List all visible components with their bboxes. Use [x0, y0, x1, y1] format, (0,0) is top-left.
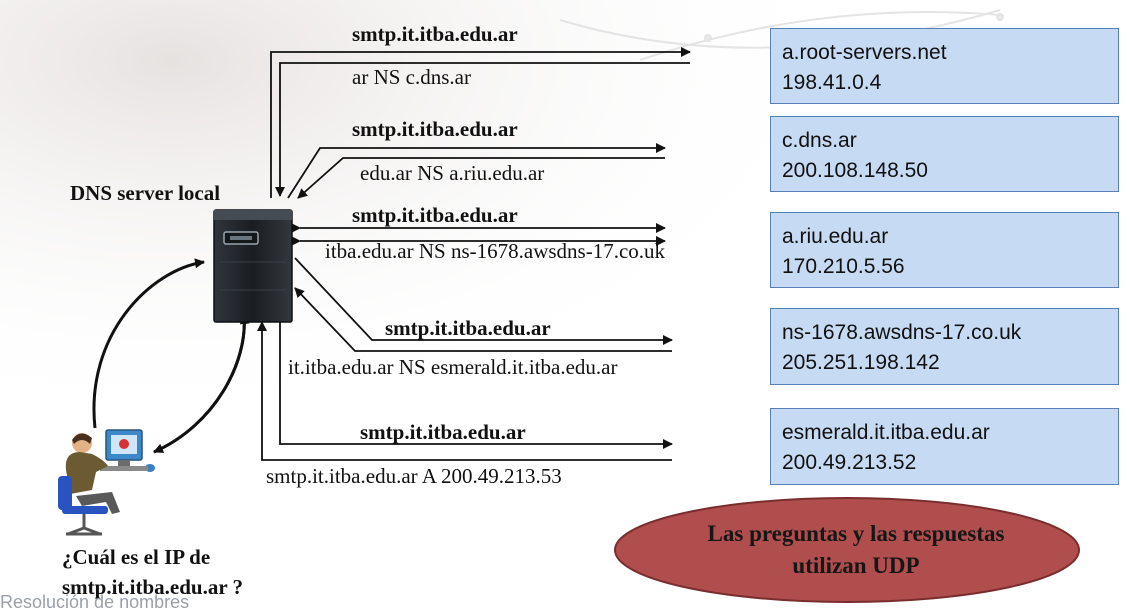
exchange-3-answer: itba.edu.ar NS ns-1678.awsdns-17.co.uk [325, 239, 666, 263]
server-box-root: a.root-servers.net 198.41.0.4 [770, 28, 1119, 104]
client-question: ¿Cuál es el IP de smtp.it.itba.edu.ar ? [62, 542, 243, 602]
exchange-3-query: smtp.it.itba.edu.ar [352, 203, 518, 227]
dns-server-local-title: DNS server local [70, 181, 221, 205]
exchange-4-query: smtp.it.itba.edu.ar [385, 316, 551, 340]
exchange-2-query: smtp.it.itba.edu.ar [352, 117, 518, 141]
server-name: a.root-servers.net [782, 41, 947, 64]
udp-note-text: Las preguntas y las respuestas utilizan … [614, 518, 1098, 582]
client-server-arrows [92, 258, 250, 454]
server-ip: 198.41.0.4 [782, 71, 882, 94]
exchange-1-query: smtp.it.itba.edu.ar [352, 22, 518, 46]
server-box-riu: a.riu.edu.ar 170.210.5.56 [770, 212, 1119, 288]
user-at-computer-icon [58, 429, 155, 536]
exchange-3-arrows [291, 223, 666, 246]
exchange-2-answer: edu.ar NS a.riu.edu.ar [360, 161, 545, 185]
server-ip: 200.49.213.52 [782, 451, 917, 474]
udp-note-line-2: utilizan UDP [792, 553, 920, 578]
exchange-4-answer: it.itba.edu.ar NS esmerald.it.itba.edu.a… [288, 355, 618, 379]
server-name: c.dns.ar [782, 129, 857, 152]
exchange-1-arrows [270, 47, 691, 198]
client-question-line-1: ¿Cuál es el IP de [62, 545, 211, 569]
server-name: esmerald.it.itba.edu.ar [782, 421, 990, 444]
exchange-5-answer: smtp.it.itba.edu.ar A 200.49.213.53 [266, 464, 562, 488]
slide-footer: Resolución de nombres [0, 592, 190, 612]
server-icon [213, 209, 293, 323]
server-box-esmerald: esmerald.it.itba.edu.ar 200.49.213.52 [770, 408, 1119, 485]
exchange-5-query: smtp.it.itba.edu.ar [360, 420, 526, 444]
server-box-awsdns: ns-1678.awsdns-17.co.uk 205.251.198.142 [770, 308, 1119, 385]
server-ip: 205.251.198.142 [782, 351, 940, 374]
exchange-2-arrows [287, 143, 666, 199]
server-ip: 200.108.148.50 [782, 159, 928, 182]
exchange-4-arrows [294, 257, 673, 352]
udp-note-line-1: Las preguntas y las respuestas [707, 521, 1005, 546]
client-question-line-2: smtp.it.itba.edu.ar ? [62, 575, 244, 599]
server-name: a.riu.edu.ar [782, 225, 889, 248]
server-name: ns-1678.awsdns-17.co.uk [782, 321, 1022, 344]
udp-note-ellipse [614, 497, 1080, 603]
server-ip: 170.210.5.56 [782, 255, 905, 278]
exchange-1-answer: ar NS c.dns.ar [352, 65, 471, 89]
server-box-dns-ar: c.dns.ar 200.108.148.50 [770, 116, 1119, 192]
exchange-5-arrows [257, 321, 673, 461]
